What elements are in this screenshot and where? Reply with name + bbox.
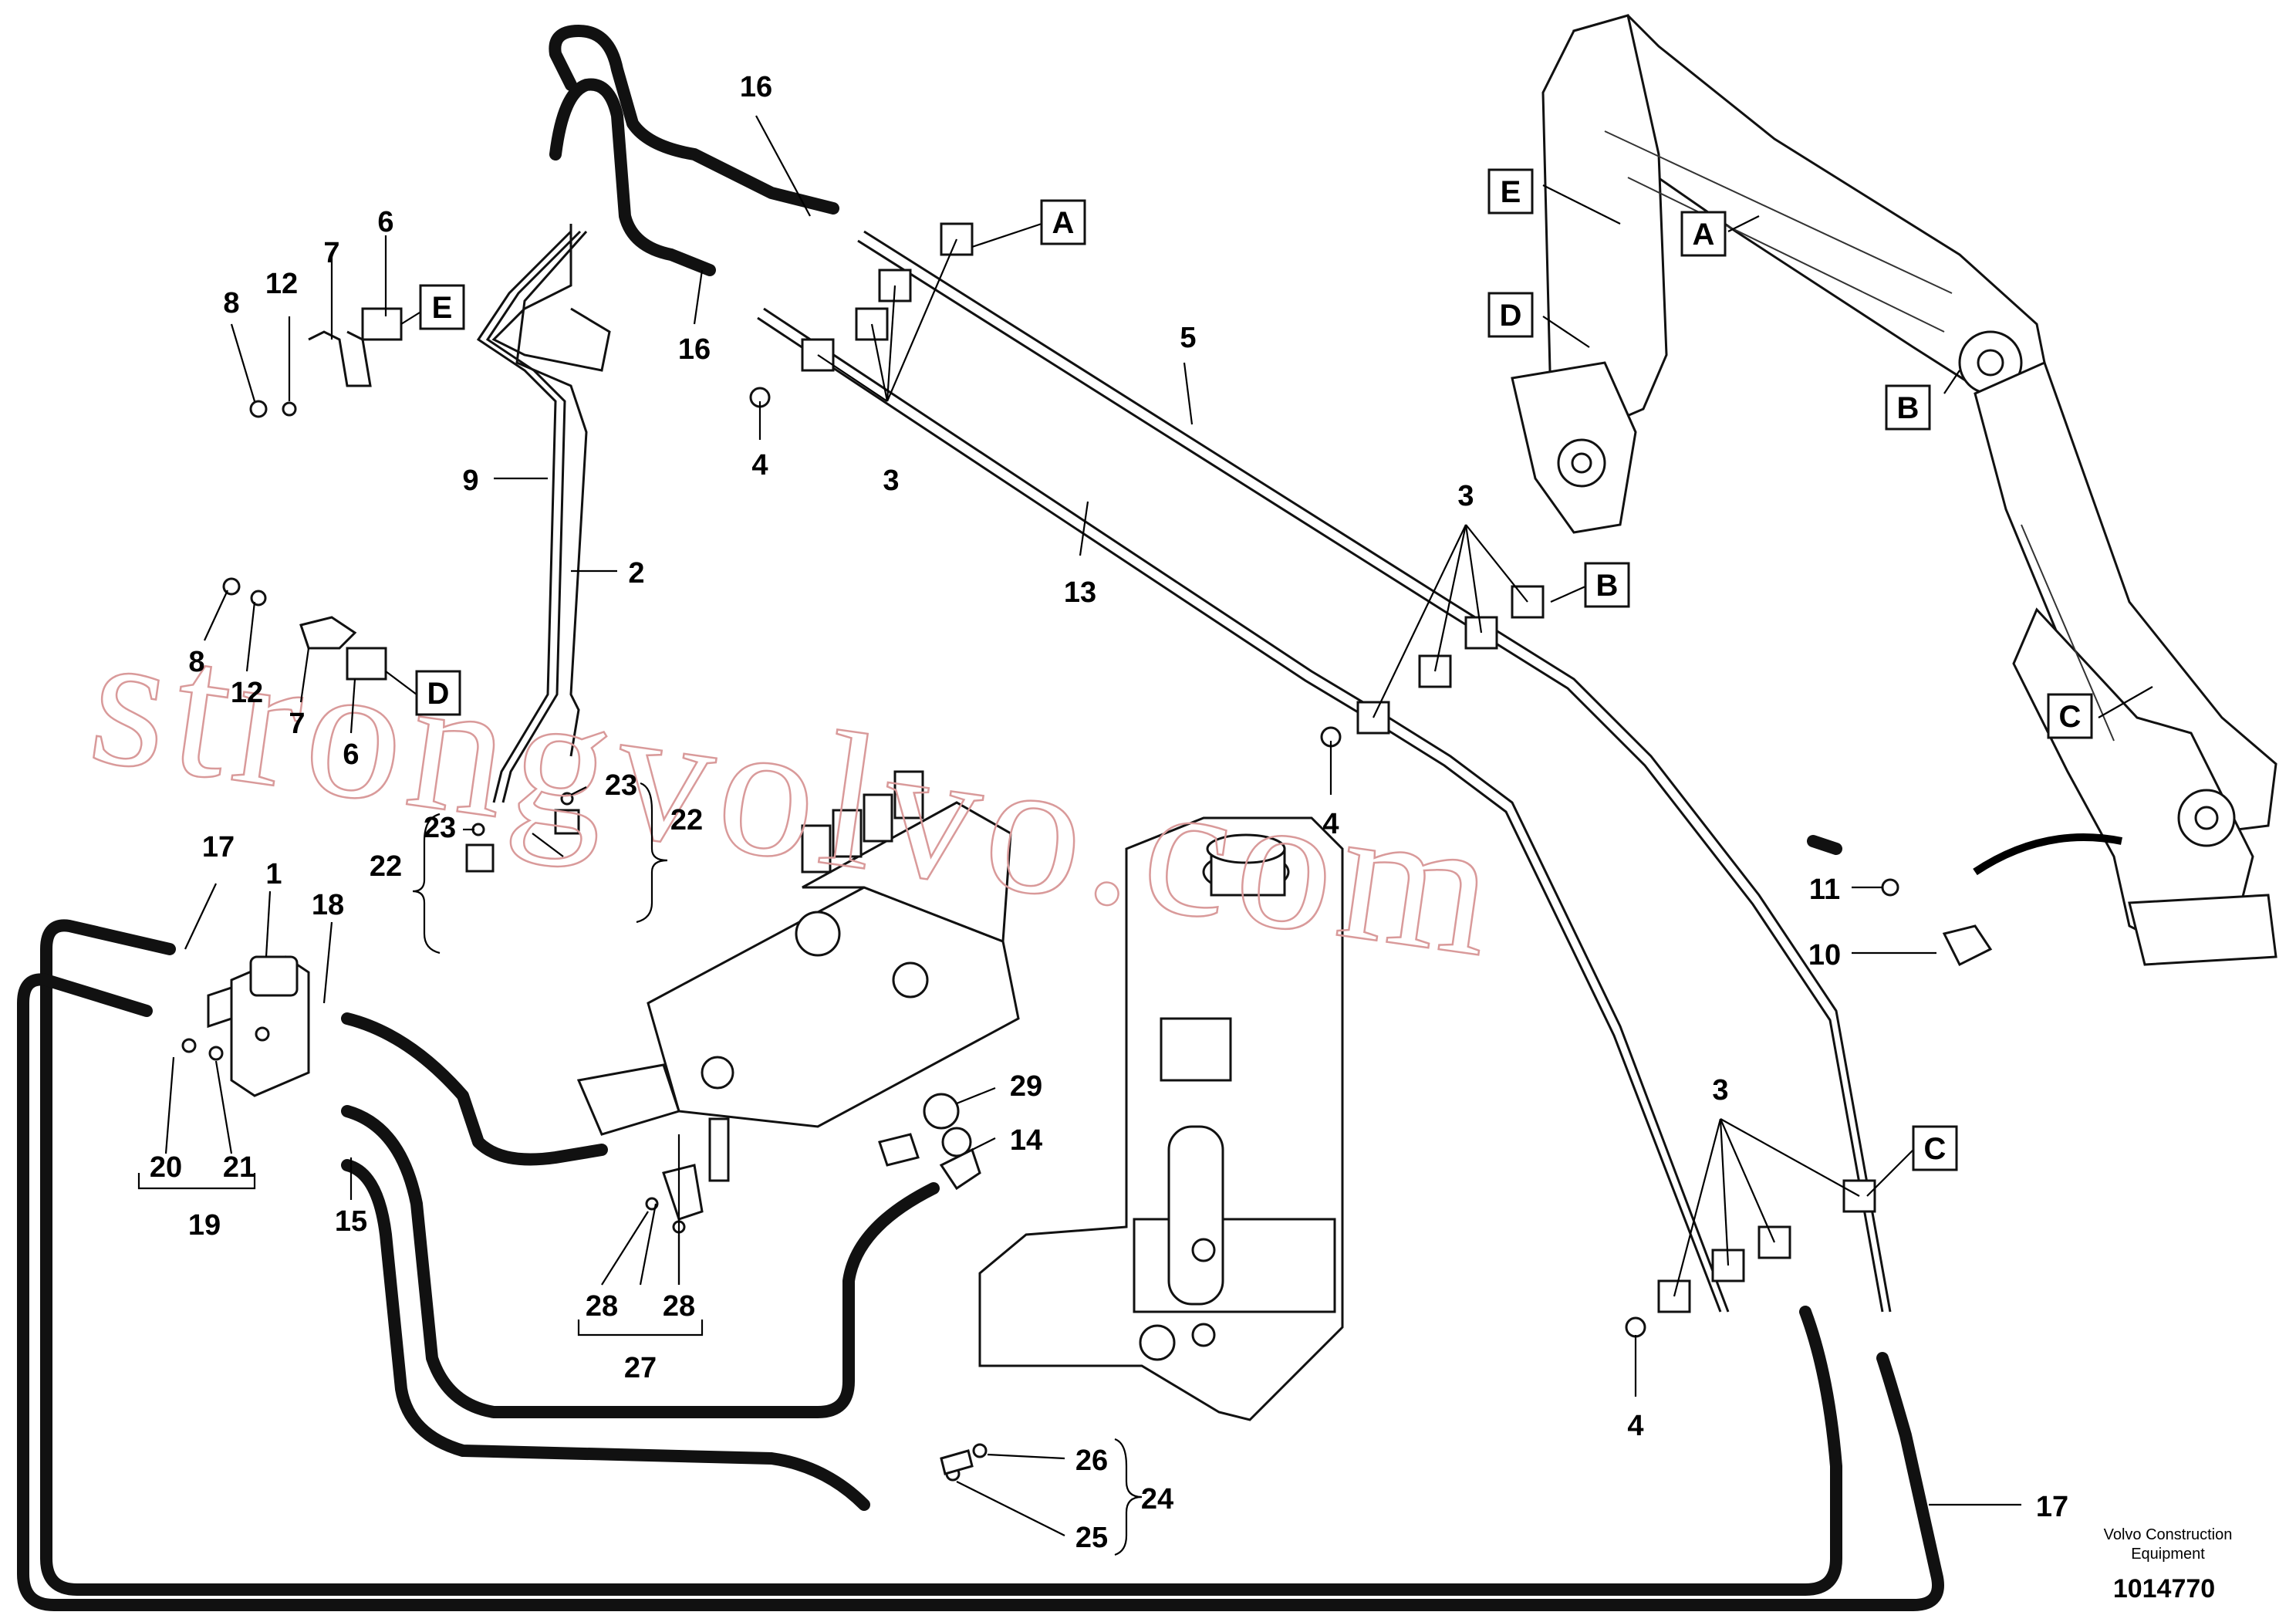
ref-box-c-boom: C — [2059, 700, 2082, 734]
callout-8-top: 8 — [223, 287, 239, 319]
caption-block: Volvo Construction Equipment 1014770 — [2104, 1526, 2233, 1603]
callout-3-top: 3 — [883, 465, 899, 497]
callout-28-left: 28 — [586, 1290, 618, 1323]
detail-arrow — [1973, 833, 2122, 876]
caption-line-1: Volvo Construction — [2104, 1526, 2233, 1543]
brackets — [222, 307, 1993, 967]
callout-4-lower: 4 — [1627, 1410, 1643, 1442]
fittings — [181, 792, 988, 1482]
callout-4-top: 4 — [751, 449, 768, 482]
ref-box-a: A — [1052, 206, 1075, 240]
callout-14: 14 — [1010, 1124, 1042, 1157]
callout-29: 29 — [1010, 1070, 1042, 1103]
callout-16: 16 — [678, 333, 711, 366]
ref-box-e: E — [432, 291, 453, 325]
callout-28-right: 28 — [663, 1290, 695, 1323]
reference-boxes: A A B B C C D D E E — [415, 168, 2093, 1171]
callout-5: 5 — [1180, 322, 1196, 354]
callout-23-right: 23 — [605, 769, 637, 802]
callout-13: 13 — [1064, 576, 1096, 609]
callout-2: 2 — [628, 557, 644, 590]
callout-26: 26 — [1075, 1445, 1108, 1477]
callout-23-left: 23 — [424, 812, 456, 844]
callout-27: 27 — [624, 1352, 657, 1384]
callout-17-right: 17 — [2036, 1491, 2068, 1523]
small-valve — [207, 955, 310, 1097]
ref-box-c: C — [1924, 1132, 1947, 1166]
callout-17-left: 17 — [202, 831, 235, 863]
callout-10: 10 — [1808, 939, 1841, 972]
callout-18: 18 — [312, 889, 344, 921]
caption-line-2: Equipment — [2131, 1546, 2205, 1563]
callout-4-mid: 4 — [1322, 808, 1339, 840]
callout-21: 21 — [223, 1151, 255, 1184]
callout-20: 20 — [150, 1151, 182, 1184]
callout-6-top: 6 — [377, 206, 393, 238]
boom-arm-assembly — [1511, 14, 2277, 966]
leader-lines — [137, 115, 2153, 1556]
callout-12-top: 12 — [265, 268, 298, 300]
thick-hoses — [17, 25, 1944, 1611]
ref-box-a-boom: A — [1693, 218, 1715, 252]
hydraulic-tank — [978, 816, 1344, 1421]
ref-box-d: D — [427, 677, 450, 711]
callout-16-top: 16 — [740, 71, 772, 103]
callout-7: 7 — [289, 708, 305, 740]
callout-1: 1 — [265, 858, 282, 890]
ref-box-b-boom: B — [1897, 391, 1920, 425]
callout-11: 11 — [1809, 874, 1840, 906]
callout-15: 15 — [335, 1205, 367, 1238]
callout-9: 9 — [462, 465, 478, 497]
callout-8: 8 — [188, 646, 204, 678]
callout-25: 25 — [1075, 1522, 1108, 1554]
callout-7-top: 7 — [323, 237, 339, 269]
callout-12: 12 — [231, 677, 263, 709]
ref-box-d-boom: D — [1500, 299, 1522, 333]
callout-6: 6 — [343, 738, 359, 771]
callout-22-right: 22 — [670, 804, 703, 836]
steel-pipes — [476, 224, 1892, 1313]
callout-22-left: 22 — [370, 850, 402, 883]
document-number: 1014770 — [2113, 1574, 2215, 1603]
ref-box-e-boom: E — [1501, 175, 1521, 209]
callout-19: 19 — [188, 1209, 221, 1242]
part-callouts: 16 16 3 4 5 13 3 4 3 4 17 11 10 8 12 7 6… — [150, 71, 2068, 1554]
ref-box-b: B — [1596, 569, 1619, 603]
control-valve-block — [576, 770, 1020, 1182]
callout-3-lower: 3 — [1712, 1074, 1728, 1107]
callout-24: 24 — [1141, 1483, 1173, 1516]
callout-3-right: 3 — [1457, 480, 1474, 512]
